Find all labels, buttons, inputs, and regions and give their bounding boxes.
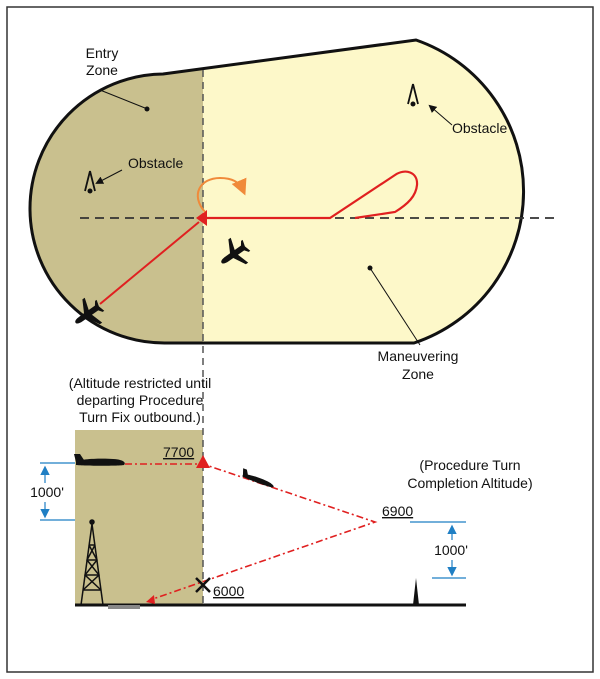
fix-symbol-icon bbox=[195, 577, 211, 593]
obstacle-right-leader bbox=[428, 104, 453, 126]
entry-track bbox=[99, 221, 200, 305]
obstacle-left-leader bbox=[95, 169, 123, 184]
airplane-icon bbox=[242, 468, 274, 488]
airplane-icon bbox=[74, 454, 125, 466]
completion-note: (Procedure Turn bbox=[419, 457, 520, 473]
protected-area-outline bbox=[28, 38, 526, 345]
entry-zone-label: Zone bbox=[86, 62, 118, 78]
descent-profile-path bbox=[125, 463, 378, 601]
procedure-turn-fix-marker bbox=[196, 210, 207, 226]
plan-view: Entry Zone Obstacle Obstacle Maneuvering… bbox=[28, 38, 555, 382]
altitude-lower-label: 6000 bbox=[213, 583, 244, 599]
tower-icon bbox=[80, 519, 104, 606]
maneuvering-zone-label: Maneuvering bbox=[378, 348, 459, 364]
obstacle-left-label: Obstacle bbox=[128, 155, 183, 171]
maneuvering-zone-leader bbox=[369, 267, 421, 346]
obstacle-icon bbox=[84, 170, 96, 194]
profile-view: (Altitude restricted until departing Pro… bbox=[30, 375, 533, 609]
completion-note: Completion Altitude) bbox=[407, 475, 532, 491]
entry-zone-label: Entry bbox=[86, 45, 119, 61]
restriction-note: (Altitude restricted until bbox=[69, 375, 211, 391]
entry-zone-leader bbox=[99, 89, 146, 109]
spacing-right-label: 1000' bbox=[434, 542, 468, 558]
spacing-dimension-left bbox=[40, 462, 75, 521]
altitude-upper-label: 7700 bbox=[163, 444, 194, 460]
maneuvering-zone-label: Zone bbox=[402, 366, 434, 382]
restriction-note: departing Procedure bbox=[77, 392, 204, 408]
profile-arrow bbox=[146, 595, 155, 604]
procedure-turn-track bbox=[203, 170, 419, 220]
turn-arrow bbox=[196, 176, 247, 213]
obstacle-right-label: Obstacle bbox=[452, 120, 507, 136]
procedure-turn-fix-marker bbox=[196, 455, 210, 468]
altitude-completion-label: 6900 bbox=[382, 503, 413, 519]
restriction-note: Turn Fix outbound.) bbox=[79, 409, 201, 425]
spacing-left-label: 1000' bbox=[30, 484, 64, 500]
figure-border bbox=[6, 6, 594, 673]
spacing-dimension-right bbox=[410, 521, 466, 579]
runway-icon bbox=[108, 605, 140, 609]
obstacle-icon bbox=[413, 578, 419, 605]
obstacle-icon bbox=[407, 83, 419, 107]
